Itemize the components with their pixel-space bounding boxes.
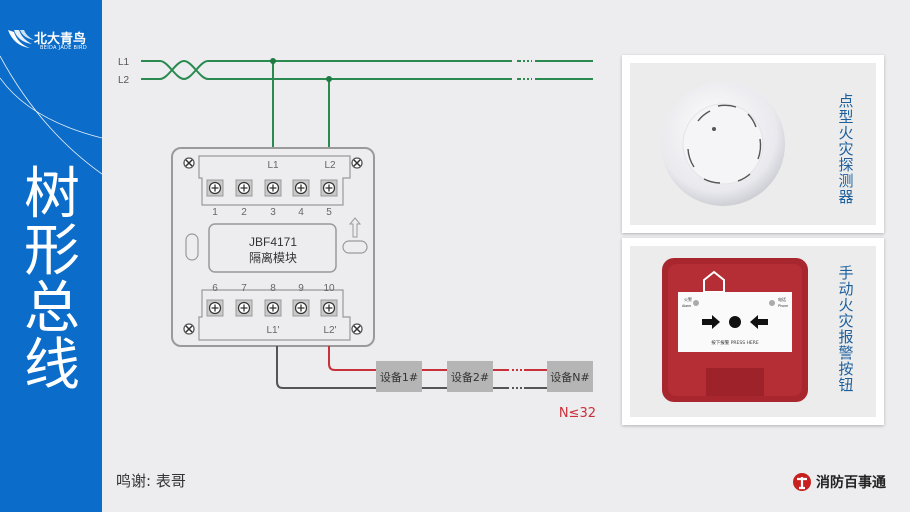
terminal-number: 8 [270, 283, 276, 294]
module-model: JBF4171 [249, 235, 297, 249]
bus-label-l2: L2 [118, 75, 130, 86]
slide-title: 树 形 总 线 [14, 166, 90, 394]
svg-text:电话: 电话 [778, 296, 786, 302]
fire-house-icon [703, 270, 725, 293]
terminal-screw-icon [264, 179, 282, 197]
arrow-right-icon [702, 315, 720, 329]
svg-text:火警: 火警 [684, 296, 692, 302]
terminal-screw-icon [264, 299, 282, 317]
manual-call-point-card: 火警 Alarm 电话 Phone 按下报警 PRESS HERE 手 动 火 … [622, 238, 884, 425]
title-char: 线 [24, 333, 80, 398]
terminal-screw-icon [320, 299, 338, 317]
device-box: 设备2# [447, 361, 493, 392]
smoke-detector-caption: 点 型 火 灾 探 测 器 [838, 92, 854, 206]
title-char: 树 [24, 162, 80, 227]
title-char: 总 [24, 276, 80, 341]
jade-bird-logo-icon [8, 30, 34, 48]
smoke-detector-card: 点 型 火 灾 探 测 器 [622, 55, 884, 233]
svg-text:Phone: Phone [778, 304, 788, 308]
logo-text-cn: 北大青鸟 [34, 32, 87, 47]
terminal-number: 3 [270, 207, 276, 218]
terminal-screw-icon [235, 299, 253, 317]
smoke-detector-image [661, 82, 785, 206]
junction-dot-l1 [270, 58, 276, 64]
terminal-screw-icon [292, 179, 310, 197]
terminal-number: 1 [212, 207, 218, 218]
module-top-l1: L1 [267, 160, 279, 171]
isolation-module [171, 147, 375, 347]
press-button-dot [729, 316, 741, 328]
mount-screw-icon [351, 323, 363, 335]
terminal-number: 6 [212, 283, 218, 294]
bus-label-l1: L1 [118, 57, 130, 68]
output-wiring [276, 346, 548, 389]
top-terminal-row: 1 2 3 4 5 [206, 179, 338, 218]
manual-call-point-image: 火警 Alarm 电话 Phone 按下报警 PRESS HERE [662, 258, 808, 402]
arrow-left-icon [750, 315, 768, 329]
terminal-number: 4 [298, 207, 304, 218]
terminal-screw-icon [206, 179, 224, 197]
bottom-terminal-row: 6 7 8 9 10 [206, 283, 338, 317]
mount-screw-icon [183, 157, 195, 169]
sidebar: 北大青鸟 BEIDA JADE BIRD 树 形 总 线 [0, 0, 102, 512]
credit-text: 鸣谢: 表哥 [116, 472, 186, 490]
terminal-screw-icon [235, 179, 253, 197]
device-limit-note: N≤32 [559, 406, 596, 421]
decorative-arcs [0, 55, 102, 175]
svg-text:设备2#: 设备2# [451, 370, 489, 384]
terminal-number: 7 [241, 283, 247, 294]
terminal-screw-icon [206, 299, 224, 317]
terminal-number: 5 [326, 207, 332, 218]
manual-call-point-caption: 手 动 火 灾 报 警 按 钮 [838, 264, 854, 394]
module-top-l2: L2 [324, 160, 336, 171]
terminal-number: 10 [323, 283, 335, 294]
bus-twisted-pair [141, 59, 593, 148]
junction-dot-l2 [326, 76, 332, 82]
mount-screw-icon [183, 323, 195, 335]
device-box: 设备N# [547, 361, 593, 392]
wiring-diagram: L1 L2 L1 L2 L1' L2' JBF4171 [118, 57, 596, 421]
svg-text:Alarm: Alarm [682, 304, 691, 308]
terminal-screw-icon [320, 179, 338, 197]
mount-screw-icon [351, 157, 363, 169]
device-box: 设备1# [376, 361, 422, 392]
source-brand: 消防百事通 [792, 471, 886, 493]
terminal-number: 9 [298, 283, 304, 294]
terminal-screw-icon [292, 299, 310, 317]
svg-text:设备N#: 设备N# [550, 370, 589, 384]
module-bottom-l2: L2' [323, 325, 336, 336]
logo-text-en: BEIDA JADE BIRD [40, 45, 87, 51]
svg-text:设备1#: 设备1# [380, 370, 418, 384]
module-bottom-l1: L1' [266, 325, 279, 336]
title-char: 形 [24, 219, 80, 284]
terminal-number: 2 [241, 207, 247, 218]
module-name: 隔离模块 [249, 250, 297, 265]
up-arrow-icon [348, 217, 362, 238]
svg-text:按下报警 PRESS HERE: 按下报警 PRESS HERE [711, 339, 759, 346]
fire-service-logo-icon [793, 473, 811, 491]
